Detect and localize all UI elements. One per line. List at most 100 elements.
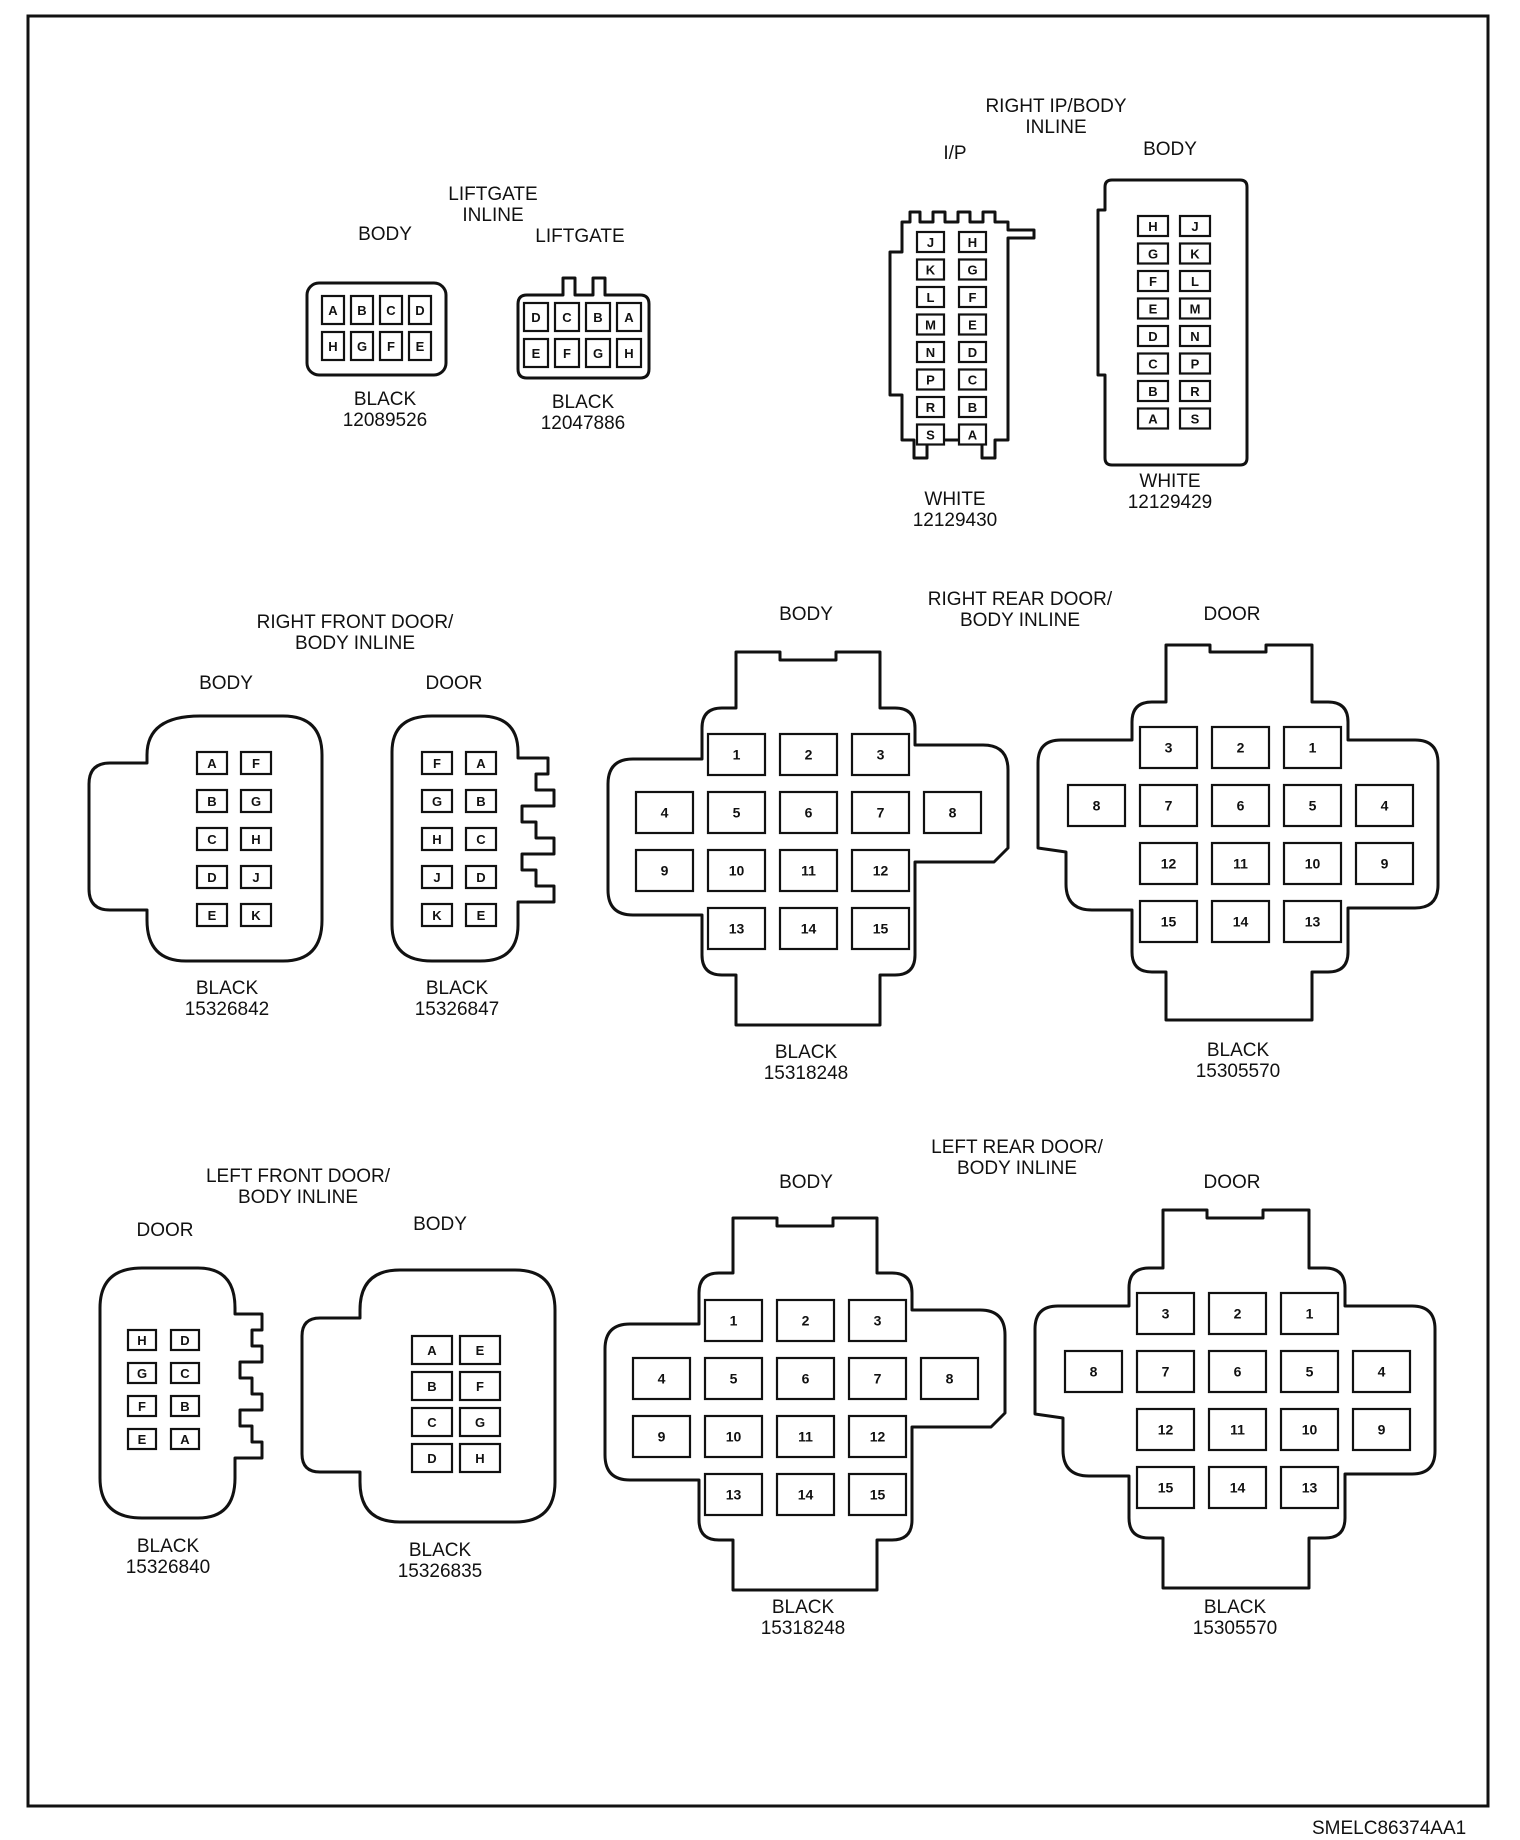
pin-cavity	[239, 864, 273, 890]
pin-label: K	[1190, 247, 1200, 262]
connector-part-number: 12047886	[541, 413, 626, 434]
pin-cavity	[1354, 841, 1415, 886]
pin-label: H	[475, 1451, 484, 1466]
pin-label: 11	[798, 1429, 813, 1445]
connector-color: BLACK	[552, 392, 615, 413]
pin-label: 13	[1305, 914, 1321, 930]
pin-cavity	[195, 750, 229, 776]
group-title: RIGHT REAR DOOR/	[928, 589, 1113, 610]
pin-label: C	[427, 1415, 437, 1430]
pin-cavity	[420, 826, 454, 852]
pin-label: J	[927, 235, 934, 250]
pin-cavity	[778, 906, 839, 951]
pin-label: 10	[729, 863, 745, 879]
pin-label: 5	[730, 1371, 738, 1387]
pin-label: 3	[1162, 1306, 1170, 1322]
connector-part-number: 12129429	[1128, 492, 1213, 513]
pin-label: G	[251, 794, 261, 809]
pin-label: 9	[661, 863, 669, 879]
connector-part-number: 15305570	[1193, 1618, 1278, 1639]
pin-cavity	[850, 848, 911, 893]
pin-label: E	[138, 1432, 147, 1447]
pin-cavity	[778, 790, 839, 835]
connector-side-label: BODY	[199, 673, 253, 694]
pin-label: J	[252, 870, 259, 885]
pin-cavity	[1138, 841, 1199, 886]
pin-cavity	[195, 788, 229, 814]
group-title: RIGHT FRONT DOOR/	[257, 612, 454, 633]
pin-cavity	[706, 848, 767, 893]
pin-cavity	[847, 1356, 908, 1401]
pin-label: G	[475, 1415, 485, 1430]
pin-cavity	[410, 1370, 454, 1402]
pin-cavity	[320, 330, 346, 362]
pin-cavity	[706, 790, 767, 835]
pin-label: 4	[661, 805, 669, 821]
pin-label: F	[138, 1399, 146, 1414]
pin-label: 5	[733, 805, 741, 821]
pin-label: 9	[1378, 1422, 1386, 1438]
pin-label: F	[1149, 274, 1157, 289]
connector-side-label: BODY	[1143, 139, 1197, 160]
pin-cavity	[1279, 1465, 1340, 1510]
pin-label: C	[1148, 357, 1158, 372]
pin-label: 3	[1165, 740, 1173, 756]
pin-cavity	[1210, 725, 1271, 770]
pin-cavity	[1210, 899, 1271, 944]
pin-cavity	[775, 1298, 836, 1343]
pin-cavity	[1136, 269, 1170, 293]
pin-label: M	[1190, 302, 1201, 317]
pin-label: S	[1191, 412, 1200, 427]
connector-outline	[606, 650, 1010, 1027]
pin-label: H	[968, 235, 977, 250]
pin-cavity	[464, 788, 498, 814]
pin-label: 2	[1237, 740, 1245, 756]
pin-label: 10	[1305, 856, 1321, 872]
pin-cavity	[850, 732, 911, 777]
pin-cavity	[410, 1406, 454, 1438]
connector-color: BLACK	[1207, 1040, 1270, 1061]
pin-label: E	[477, 908, 486, 923]
pin-label: K	[251, 908, 261, 923]
pin-cavity	[847, 1414, 908, 1459]
pin-cavity	[1178, 407, 1212, 430]
pin-cavity	[847, 1298, 908, 1343]
pin-label: 11	[1233, 856, 1248, 872]
pin-label: 8	[946, 1371, 954, 1387]
pin-label: N	[926, 345, 935, 360]
pin-label: 4	[658, 1371, 666, 1387]
pin-label: H	[1148, 219, 1157, 234]
pin-label: 6	[805, 805, 813, 821]
connector-part-number: 12089526	[343, 410, 428, 431]
pin-label: 5	[1306, 1364, 1314, 1380]
pin-label: R	[1190, 384, 1200, 399]
pin-cavity	[1282, 899, 1343, 944]
pin-label: 14	[1233, 914, 1249, 930]
pin-cavity	[915, 368, 946, 391]
pin-label: R	[926, 400, 936, 415]
pin-label: 4	[1381, 798, 1389, 814]
pin-cavity	[1354, 783, 1415, 828]
pin-label: 14	[801, 921, 817, 937]
pin-label: B	[593, 310, 602, 325]
pin-label: 15	[1158, 1480, 1174, 1496]
pin-label: D	[531, 310, 540, 325]
group-title: BODY INLINE	[957, 1158, 1077, 1179]
pin-cavity	[420, 902, 454, 928]
pin-cavity	[706, 906, 767, 951]
pin-label: J	[433, 870, 440, 885]
pin-cavity	[126, 1361, 158, 1385]
pin-label: L	[927, 290, 935, 305]
